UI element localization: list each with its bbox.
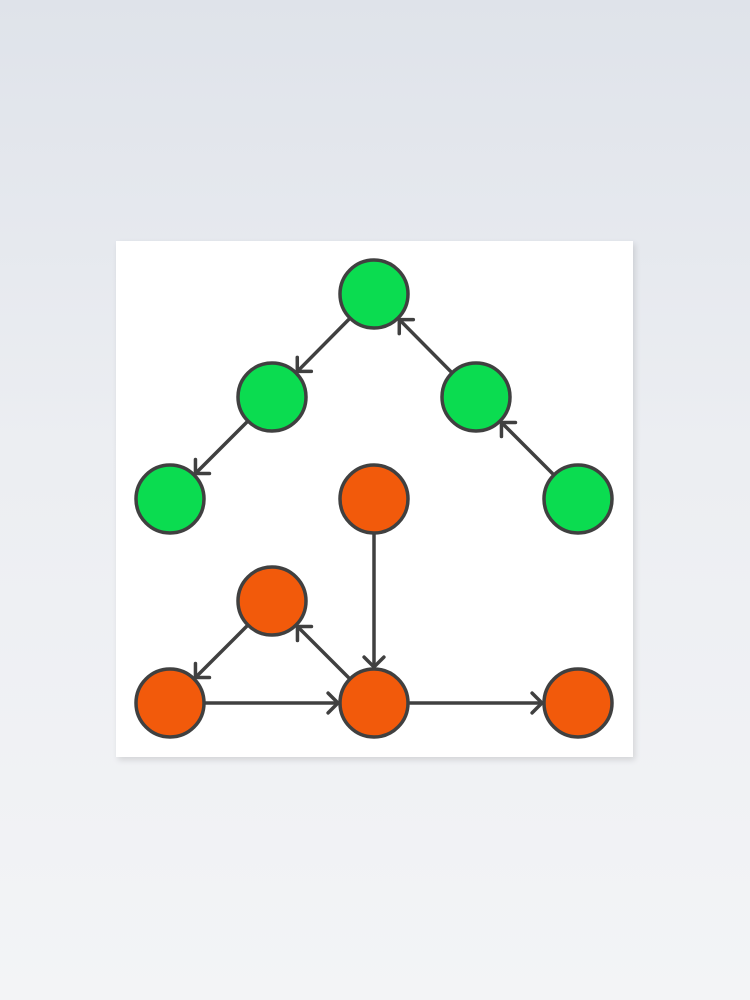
node-green-g3: [440, 361, 512, 433]
arrowhead: [295, 355, 314, 374]
arrowhead: [499, 420, 518, 439]
arrowhead: [295, 624, 314, 643]
poster: [116, 241, 633, 757]
arrowhead: [193, 661, 212, 680]
node-orange-o2: [236, 565, 308, 637]
node-orange-o3: [134, 667, 206, 739]
arrowhead: [397, 317, 416, 336]
edge-o2-o3: [193, 623, 250, 680]
node-green-g4: [134, 463, 206, 535]
node-green-g1: [338, 258, 410, 330]
node-orange-o4: [338, 667, 410, 739]
edge-o4-o2: [295, 624, 352, 681]
node-green-g2: [236, 361, 308, 433]
edge-o1-o4: [362, 531, 386, 669]
arrowhead: [530, 691, 544, 715]
edge-g3-g1: [397, 317, 454, 375]
arrowhead: [193, 457, 212, 476]
edge-o3-o4: [202, 691, 340, 715]
edge-o4-o5: [406, 691, 544, 715]
edge-g2-g4: [193, 419, 250, 476]
directed-graph-diagram: [134, 258, 614, 739]
node-green-g5: [542, 463, 614, 535]
edge-g5-g3: [499, 420, 556, 477]
edge-g1-g2: [295, 316, 352, 374]
arrowhead: [326, 691, 340, 715]
node-orange-o1: [338, 463, 410, 535]
arrowhead: [362, 655, 386, 669]
node-orange-o5: [542, 667, 614, 739]
